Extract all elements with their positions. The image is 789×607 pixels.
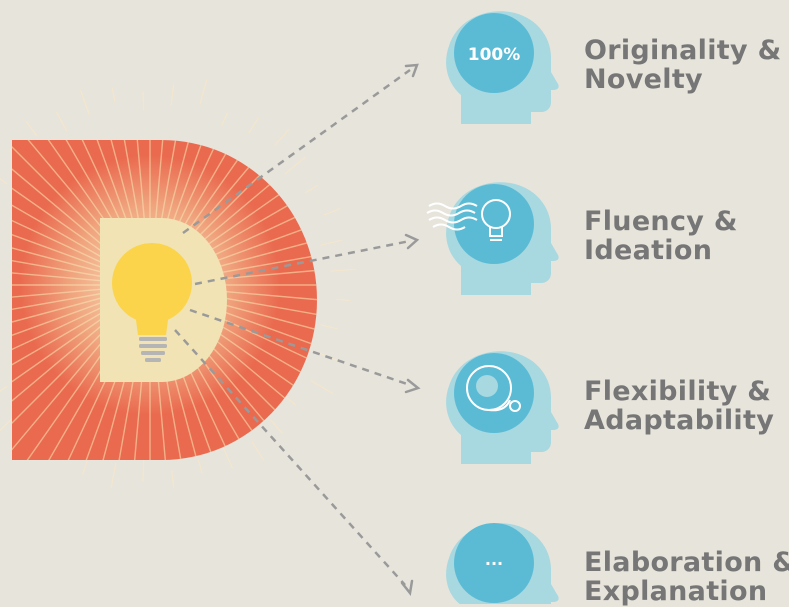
label-fluency-line1: Fluency & [584, 206, 738, 237]
orbit-circle-icon [466, 365, 521, 412]
head-flexibility [446, 351, 559, 464]
glow-ray [55, 111, 68, 132]
glow-ray [197, 459, 203, 474]
arrowheads [400, 63, 421, 596]
glow-ray [330, 268, 357, 272]
glow-ray [199, 79, 208, 105]
glow-ray [284, 156, 306, 175]
label-fluency-line2: Ideation [584, 235, 713, 266]
ellipsis-icon [454, 523, 534, 603]
glow-ray [251, 441, 265, 461]
glow-ray [248, 117, 259, 134]
badge-text-elaboration: ... [485, 550, 503, 569]
arrowhead-elaboration [400, 579, 414, 596]
label-elaboration-line1: Elaboration & [584, 547, 789, 578]
glow-ray [25, 121, 38, 137]
label-elaboration-line2: Explanation [584, 576, 768, 607]
label-flexibility: Flexibility & Adaptability [584, 377, 774, 435]
glow-ray [170, 83, 175, 106]
badge-text-originality: 100% [468, 45, 521, 65]
glow-ray [274, 128, 290, 146]
glow-ray [142, 92, 145, 111]
percent-badge-icon [454, 13, 534, 93]
glow-ray [284, 395, 297, 406]
lightbulb-icon [112, 243, 192, 362]
arrow-elaboration [174, 329, 406, 586]
glow-ray [79, 89, 90, 115]
label-originality-line2: Novelty [584, 64, 703, 95]
glow-ray [305, 184, 318, 194]
glow-ray [336, 298, 351, 301]
glow-ray [320, 324, 339, 330]
arrows [174, 68, 411, 586]
label-flexibility-line1: Flexibility & [584, 376, 772, 407]
label-flexibility-line2: Adaptability [584, 405, 775, 436]
head-elaboration: ... [446, 523, 559, 604]
label-originality-line1: Originality & [584, 35, 782, 66]
label-fluency: Fluency & Ideation [584, 207, 738, 265]
glow-ray [110, 462, 117, 489]
head-fluency [426, 182, 559, 295]
lightbulb-wind-icon [426, 199, 511, 241]
glow-ray [142, 459, 145, 482]
glow-ray [0, 178, 8, 185]
letter-d [12, 140, 317, 460]
arrowhead-originality [404, 63, 419, 78]
arrow-fluency [194, 239, 411, 286]
glow-ray [221, 444, 234, 469]
glow-ray [221, 112, 229, 126]
label-elaboration: Elaboration & Explanation [584, 548, 789, 606]
label-originality: Originality & Novelty [584, 36, 781, 94]
head-originality: 100% [446, 11, 559, 124]
glow-ray [171, 470, 175, 489]
glow-ray [81, 460, 88, 475]
glow-ray [270, 419, 284, 434]
arrowhead-fluency [404, 233, 420, 250]
glow-ray [310, 379, 334, 395]
glow-ray [111, 87, 116, 102]
glow-ray [323, 207, 341, 216]
glow-ray [0, 385, 8, 392]
glow-ray [320, 239, 342, 246]
arrowhead-flexibility [404, 378, 421, 394]
